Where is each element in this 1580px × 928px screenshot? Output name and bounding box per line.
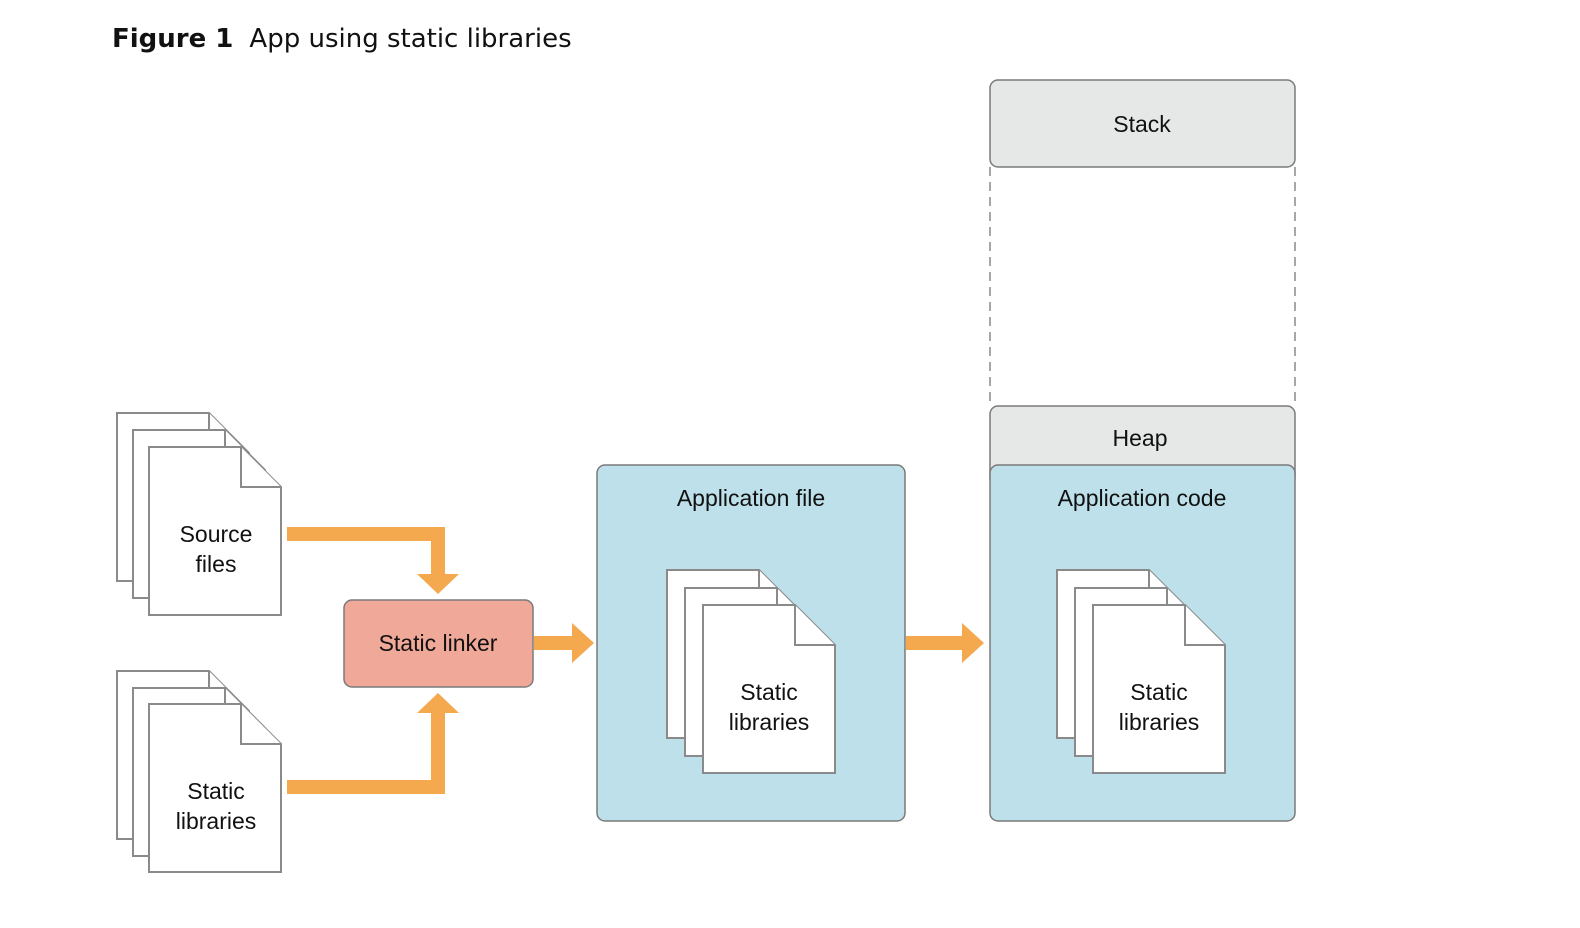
application-file-title: Application file bbox=[677, 485, 825, 511]
arrow-libraries-to-linker bbox=[287, 693, 459, 794]
application-code-label: Application code bbox=[1058, 485, 1227, 511]
static-libraries-input-label-1: Static bbox=[187, 778, 245, 804]
source-files-label-1: Source bbox=[180, 521, 253, 547]
application-file-lib-label-2: libraries bbox=[729, 709, 810, 735]
application-code-lib-label-1: Static bbox=[1130, 679, 1188, 705]
memory-layout: Stack Heap Application code Static libra… bbox=[989, 79, 1296, 822]
application-code-libraries-stack: Static libraries bbox=[1056, 569, 1226, 774]
static-linker-label: Static linker bbox=[379, 630, 498, 656]
flow-arrows bbox=[287, 527, 984, 794]
static-libraries-input-stack: Static libraries bbox=[116, 670, 282, 873]
heap-label: Heap bbox=[1113, 425, 1168, 451]
figure-caption: Figure 1 App using static libraries bbox=[112, 24, 572, 54]
static-libraries-input-label-2: libraries bbox=[176, 808, 257, 834]
arrow-linker-to-app-file bbox=[534, 623, 594, 663]
application-code-lib-label-2: libraries bbox=[1119, 709, 1200, 735]
figure-number: Figure 1 bbox=[112, 24, 234, 54]
stack-label: Stack bbox=[1113, 111, 1171, 137]
source-files-label-2: files bbox=[196, 551, 237, 577]
application-file-box: Application file Static libraries bbox=[596, 464, 906, 822]
static-linker-box: Static linker bbox=[343, 599, 534, 688]
application-file-libraries-stack: Static libraries bbox=[666, 569, 836, 774]
arrow-app-file-to-memory bbox=[906, 623, 984, 663]
application-file-lib-label-1: Static bbox=[740, 679, 798, 705]
arrow-source-to-linker bbox=[287, 527, 459, 594]
figure-title: App using static libraries bbox=[249, 24, 572, 54]
source-files-stack: Source files bbox=[116, 412, 282, 616]
stack-segment bbox=[989, 79, 1296, 168]
